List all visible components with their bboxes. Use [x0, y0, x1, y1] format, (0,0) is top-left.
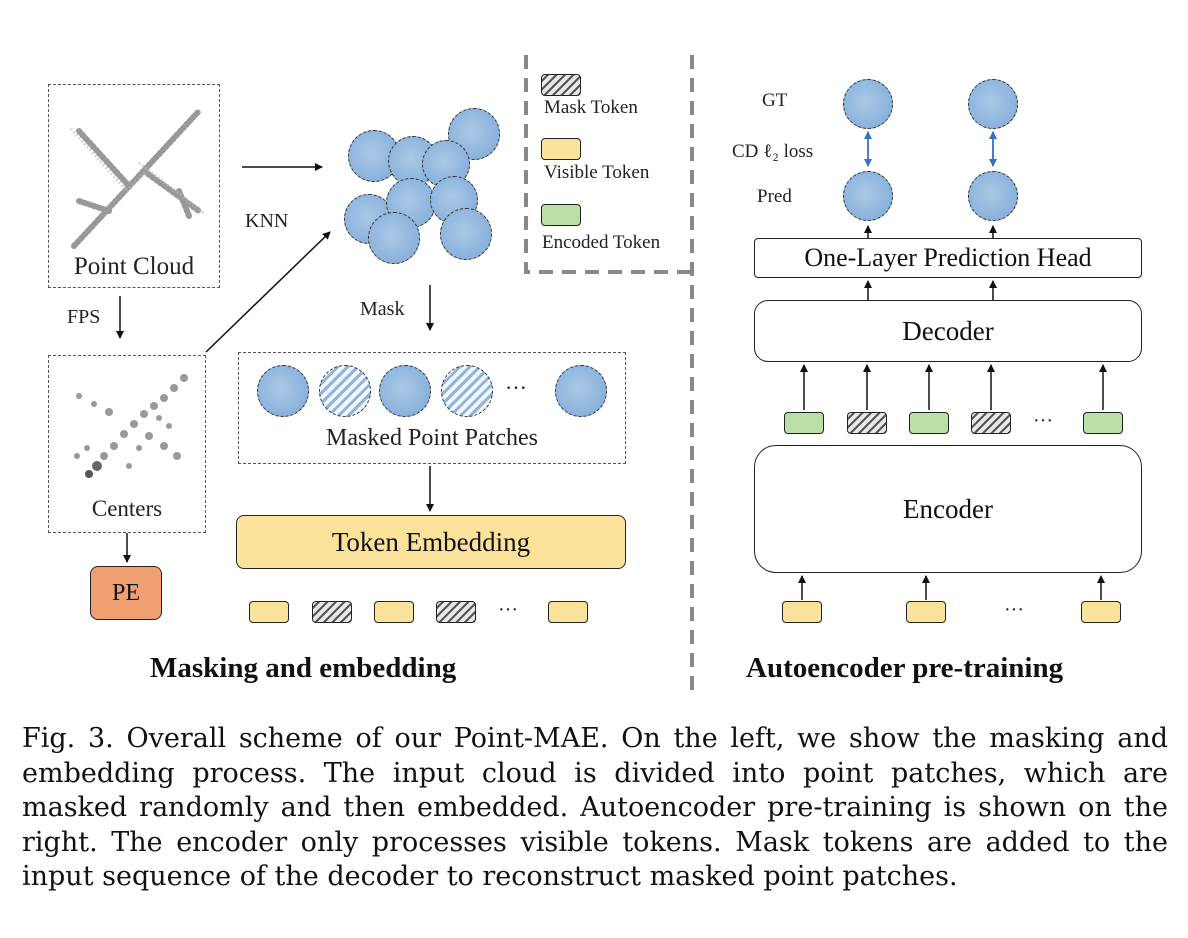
- loss-label: CD ℓ₂ loss: [732, 141, 814, 162]
- pred-patch: [968, 171, 1018, 221]
- decoder-tokens-ellipsis: ···: [1033, 410, 1053, 432]
- masked-patches-box: ··· Masked Point Patches: [238, 352, 626, 464]
- masked-patch: [441, 365, 493, 417]
- mask-token: [847, 412, 887, 434]
- pe-label: PE: [111, 579, 140, 606]
- legend-visible-token-swatch: [541, 138, 581, 160]
- visible-token: [548, 601, 588, 623]
- centers-points-icon: [74, 374, 188, 478]
- figure-caption: Fig. 3. Overall scheme of our Point-MAE.…: [22, 723, 1168, 892]
- legend-encoded-token-label: Encoded Token: [542, 232, 661, 253]
- gt-patch: [968, 79, 1018, 129]
- token-embedding-box: Token Embedding: [236, 515, 626, 569]
- right-panel-title: Autoencoder pre-training: [746, 652, 1064, 684]
- mask-token: [312, 601, 352, 623]
- visible-patch: [379, 365, 431, 417]
- mask-token: [436, 601, 476, 623]
- legend-visible-token-label: Visible Token: [544, 162, 650, 183]
- fps-label: FPS: [67, 306, 101, 328]
- decoder-box: Decoder: [754, 300, 1142, 362]
- visible-patch: [555, 365, 607, 417]
- token-embedding-label: Token Embedding: [331, 526, 531, 557]
- point-cloud-box: Point Cloud: [48, 84, 220, 288]
- visible-patch: [257, 365, 309, 417]
- legend-mask-token-swatch: [541, 74, 581, 96]
- encoded-token: [1083, 412, 1123, 434]
- legend-border: [524, 55, 692, 274]
- patch-cluster: [330, 100, 530, 270]
- gt-patch: [843, 79, 893, 129]
- point-cloud-label: Point Cloud: [73, 253, 195, 280]
- mask-label: Mask: [360, 298, 405, 320]
- encoder-tokens-ellipsis: ···: [1004, 599, 1024, 621]
- centers-box: Centers: [48, 355, 206, 533]
- pred-patch: [843, 171, 893, 221]
- prediction-head-box: One-Layer Prediction Head: [754, 238, 1142, 278]
- visible-token: [906, 601, 946, 623]
- encoder-box: Encoder: [754, 445, 1142, 573]
- prediction-head-label: One-Layer Prediction Head: [804, 243, 1092, 272]
- knn-label: KNN: [245, 210, 289, 232]
- visible-token: [1081, 601, 1121, 623]
- visible-token: [782, 601, 822, 623]
- legend-encoded-token-swatch: [541, 204, 581, 226]
- masked-patches-label: Masked Point Patches: [326, 425, 538, 451]
- knn-arrow: [205, 231, 331, 353]
- gt-label: GT: [762, 90, 788, 111]
- cluster-patch: [440, 208, 492, 260]
- airplane-point-cloud-icon: [69, 108, 205, 249]
- left-panel-title: Masking and embedding: [150, 652, 457, 684]
- encoder-label: Encoder: [903, 493, 993, 524]
- pred-label: Pred: [757, 186, 792, 207]
- decoder-label: Decoder: [902, 315, 994, 346]
- legend-mask-token-label: Mask Token: [544, 97, 638, 118]
- tokens-ellipsis: ···: [498, 599, 518, 621]
- visible-token: [249, 601, 289, 623]
- pe-box: PE: [90, 566, 162, 620]
- encoded-token: [784, 412, 824, 434]
- masked-patch: [319, 365, 371, 417]
- mask-token: [971, 412, 1011, 434]
- encoded-token: [909, 412, 949, 434]
- diagram-connectors: [116, 55, 1107, 692]
- centers-label: Centers: [91, 496, 163, 521]
- visible-token: [374, 601, 414, 623]
- cluster-patch: [368, 212, 420, 264]
- patches-ellipsis: ···: [505, 375, 527, 400]
